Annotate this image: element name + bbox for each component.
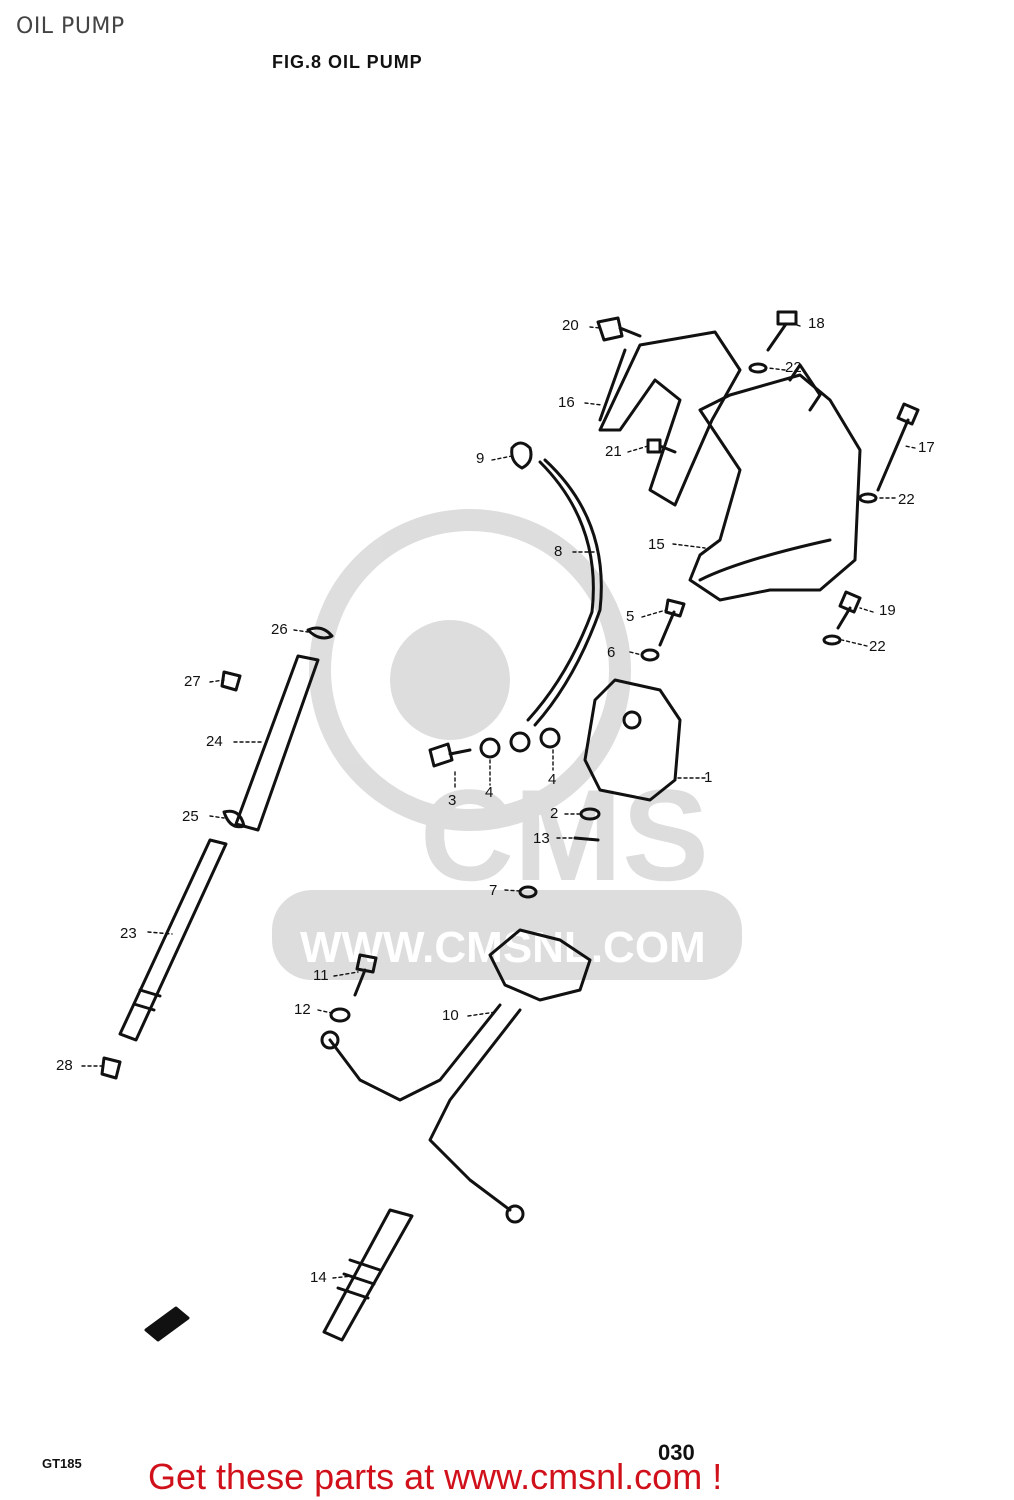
part-9-clamp [510, 441, 533, 470]
callout-20: 20 [562, 317, 579, 334]
part-20-bolt [596, 316, 642, 342]
footer-link[interactable]: Get these parts at www.cmsnl.com ! [148, 1456, 723, 1497]
callout-6: 6 [607, 644, 616, 661]
callout-22: 22 [785, 359, 802, 376]
part-1-pump-body [583, 678, 682, 802]
callout-24: 24 [206, 733, 223, 750]
part-28-screw [100, 1056, 122, 1080]
callout-14: 14 [310, 1269, 327, 1286]
svg-text:CMS: CMS [420, 762, 709, 908]
part-11-bolt [353, 953, 378, 997]
part-18-bolt [766, 310, 798, 352]
callout-18: 18 [808, 315, 825, 332]
part-17-bolt [876, 402, 920, 492]
part-7-seal [518, 885, 538, 899]
part-22-washer [858, 492, 878, 504]
callout-27: 27 [184, 673, 201, 690]
part-12-washer [329, 1007, 351, 1023]
page-number: 030 [658, 1440, 695, 1465]
callout-7: 7 [489, 882, 498, 899]
part-13-pin [573, 836, 600, 842]
part-10-pipe [488, 928, 592, 1002]
part-16-bracket [598, 330, 742, 507]
part-25-clip [222, 809, 246, 829]
callout-4: 4 [548, 771, 557, 788]
callout-28: 28 [56, 1057, 73, 1074]
part-21-bolt [646, 438, 677, 454]
part-4-washer [539, 727, 561, 749]
callout-15: 15 [648, 536, 665, 553]
model-code: GT185 [42, 1456, 82, 1471]
callout-26: 26 [271, 621, 288, 638]
part-26-oring [306, 626, 334, 640]
figure-title: FIG.8 OIL PUMP [272, 52, 423, 72]
part-14-shaft [322, 1208, 414, 1342]
callout-23: 23 [120, 925, 137, 942]
callout-9: 9 [476, 450, 485, 467]
callout-3: 3 [448, 792, 457, 809]
callout-12: 12 [294, 1001, 311, 1018]
callout-19: 19 [879, 602, 896, 619]
direction-arrow-icon [144, 1306, 190, 1342]
part-15-cover [688, 373, 862, 602]
callout-22: 22 [869, 638, 886, 655]
part-4-washer [479, 737, 501, 759]
callout-17: 17 [918, 439, 935, 456]
part-23-shaft [118, 838, 228, 1042]
part-22-washer [822, 634, 842, 646]
part-2-washer [579, 807, 601, 821]
callout-4: 4 [485, 784, 494, 801]
part-6-washer [640, 648, 660, 662]
callout-2: 2 [550, 805, 559, 822]
callout-1: 1 [704, 769, 713, 786]
callout-25: 25 [182, 808, 199, 825]
callout-8: 8 [554, 543, 563, 560]
part-22-washer [748, 362, 768, 374]
callout-5: 5 [626, 608, 635, 625]
callout-13: 13 [533, 830, 550, 847]
callout-21: 21 [605, 443, 622, 460]
part-19-bolt [836, 590, 862, 630]
part-8-hose [533, 458, 603, 727]
part-27-screw [220, 670, 242, 692]
page-title: OIL PUMP [16, 14, 125, 39]
part-24-shaft [234, 654, 320, 832]
callout-22: 22 [898, 491, 915, 508]
cms-watermark: CMS WWW.CMSNL.COM [272, 509, 742, 980]
part-3-bolt [428, 742, 472, 768]
part-5-bolt [658, 598, 686, 647]
callout-11: 11 [313, 967, 329, 984]
callout-10: 10 [442, 1007, 459, 1024]
callout-16: 16 [558, 394, 575, 411]
watermark-url: WWW.CMSNL.COM [300, 923, 706, 972]
